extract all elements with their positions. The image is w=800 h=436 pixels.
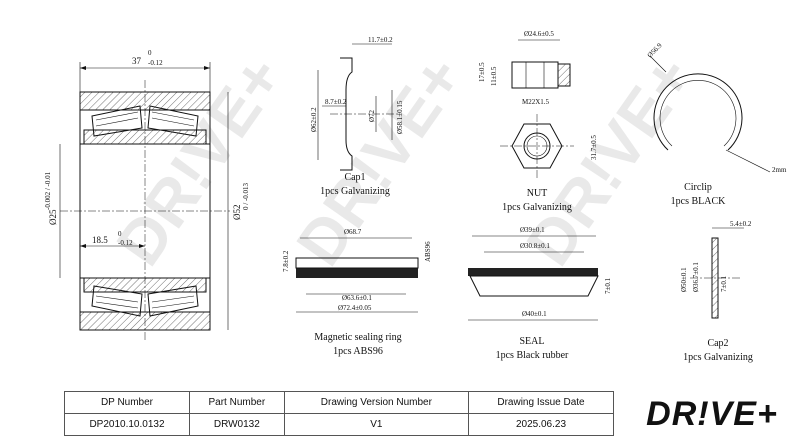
seal-caption-name: SEAL (520, 336, 545, 347)
roller-top-right (147, 105, 199, 137)
bearing-half-tol-upper: 0 (118, 230, 122, 238)
value-drawing-version: V1 (283, 413, 469, 436)
bearing-half-width-dim: 18.5 (92, 235, 108, 245)
header-drawing-version: Drawing Version Number (283, 391, 469, 414)
seal-dim-1: Ø39±0.1 (520, 226, 545, 234)
cap1-dim-2: 8.7±0.2 (325, 98, 347, 106)
sealing-ring-band (296, 268, 418, 278)
sealing-ring-dim-4: Ø63.6±0.1 (342, 294, 372, 302)
bearing-section: 37 0 -0.12 18.5 0 -0.12 Ø25 -0.002 / -0.… (44, 49, 250, 340)
roller-top-left (91, 105, 143, 137)
title-block-value-row: DP2010.10.0132 DRW0132 V1 2025.06.23 (64, 413, 615, 436)
cap2-dim-2: Ø50±0.1 (680, 267, 688, 292)
cap2-dim-1: 5.4±0.2 (730, 220, 752, 228)
bearing-width-tol-upper: 0 (148, 49, 152, 57)
value-part-number: DRW0132 (188, 413, 285, 436)
value-issue-date: 2025.06.23 (467, 413, 615, 436)
bearing-width-dim: 37 (132, 56, 142, 66)
nut-caption-spec: 1pcs Galvanizing (502, 202, 572, 213)
bearing-outer-tol: 0 / -0.013 (242, 182, 250, 210)
seal-dim-2: Ø30.8±0.1 (520, 242, 550, 250)
nut-dim-2: 17±0.5 (478, 62, 486, 82)
cap1-dim-5: Ø58.1±0.15 (396, 100, 404, 134)
header-dp-number: DP Number (64, 391, 190, 414)
nut-drawing: Ø24.6±0.5 17±0.5 11±0.5 M22X1.5 31.7±0.5… (478, 30, 598, 213)
roller-bottom-right (147, 285, 199, 317)
nut-dim-5: 31.7±0.5 (590, 135, 598, 160)
title-block-header-row: DP Number Part Number Drawing Version Nu… (64, 391, 615, 414)
circlip-ring (653, 73, 743, 151)
nut-dim-4: M22X1.5 (522, 98, 550, 106)
header-part-number: Part Number (188, 391, 285, 414)
watermark-group: DR!VE+ DR!VE+ DR!VE+ (102, 43, 707, 278)
bearing-half-tol-lower: -0.12 (118, 239, 133, 247)
cap1-dim-4: Ø72 (368, 109, 376, 122)
seal-dim-3: 7±0.1 (604, 277, 612, 294)
cap1-caption-name: Cap1 (344, 172, 365, 183)
nut-dim-1: Ø24.6±0.5 (524, 30, 554, 38)
brand-logo: DR!VE+ (646, 394, 778, 433)
roller-bottom-left (91, 285, 143, 317)
sealing-ring-dim-3: ABS96 (424, 241, 432, 262)
cap1-drawing: 11.7±0.2 8.7±0.2 Ø62±0.2 Ø72 Ø58.1±0.15 … (310, 36, 404, 197)
cap1-dim-1: 11.7±0.2 (368, 36, 393, 44)
title-block-table: DP Number Part Number Drawing Version Nu… (64, 391, 615, 436)
cap2-drawing: 5.4±0.2 Ø50±0.1 Ø36.7±0.1 7±0.1 Cap2 1pc… (680, 220, 753, 363)
circlip-caption-spec: 1pcs BLACK (671, 196, 727, 207)
sealing-ring-dim-5: Ø72.4±0.05 (338, 304, 372, 312)
cap2-dim-3: Ø36.7±0.1 (692, 262, 700, 292)
sealing-ring-caption-name: Magnetic sealing ring (314, 332, 401, 343)
nut-side (511, 61, 559, 89)
sealing-ring-dim-1: Ø68.7 (344, 228, 362, 236)
circlip-caption-name: Circlip (684, 182, 712, 193)
seal-drawing: Ø39±0.1 Ø30.8±0.1 7±0.1 Ø40±0.1 SEAL 1pc… (468, 226, 612, 361)
cap1-dim-3: Ø62±0.2 (310, 107, 318, 132)
seal-dim-4: Ø40±0.1 (522, 310, 547, 318)
technical-drawing: DR!VE+ DR!VE+ DR!VE+ 37 0 -0.1 (44, 30, 787, 363)
circlip-dim-2: 2mm (772, 166, 787, 174)
seal-band (468, 268, 598, 276)
seal-caption-spec: 1pcs Black rubber (496, 350, 569, 361)
title-block: DP Number Part Number Drawing Version Nu… (64, 391, 800, 436)
cap2-caption-name: Cap2 (707, 338, 728, 349)
watermark-2: DR!VE+ (282, 43, 477, 278)
bearing-inner-dia: Ø25 (48, 209, 58, 225)
bearing-width-tol-lower: -0.12 (148, 59, 163, 67)
bearing-inner-tol: -0.002 / -0.01 (44, 171, 52, 210)
cap2-dim-4: 7±0.1 (720, 275, 728, 292)
bearing-outer-dia: Ø52 (232, 205, 242, 221)
sealing-ring-dim-2: 7.8±0.2 (282, 250, 290, 272)
nut-caption-name: NUT (527, 188, 548, 199)
sealing-ring-caption-spec: 1pcs ABS96 (333, 346, 383, 357)
cap2-caption-spec: 1pcs Galvanizing (683, 352, 753, 363)
sealing-ring-drawing: Ø68.7 7.8±0.2 ABS96 Ø63.6±0.1 Ø72.4±0.05… (282, 228, 432, 357)
header-issue-date: Drawing Issue Date (467, 391, 615, 414)
nut-dim-3: 11±0.5 (490, 66, 498, 86)
cap1-profile (340, 57, 353, 171)
cap1-caption-spec: 1pcs Galvanizing (320, 186, 390, 197)
value-dp-number: DP2010.10.0132 (64, 413, 190, 436)
